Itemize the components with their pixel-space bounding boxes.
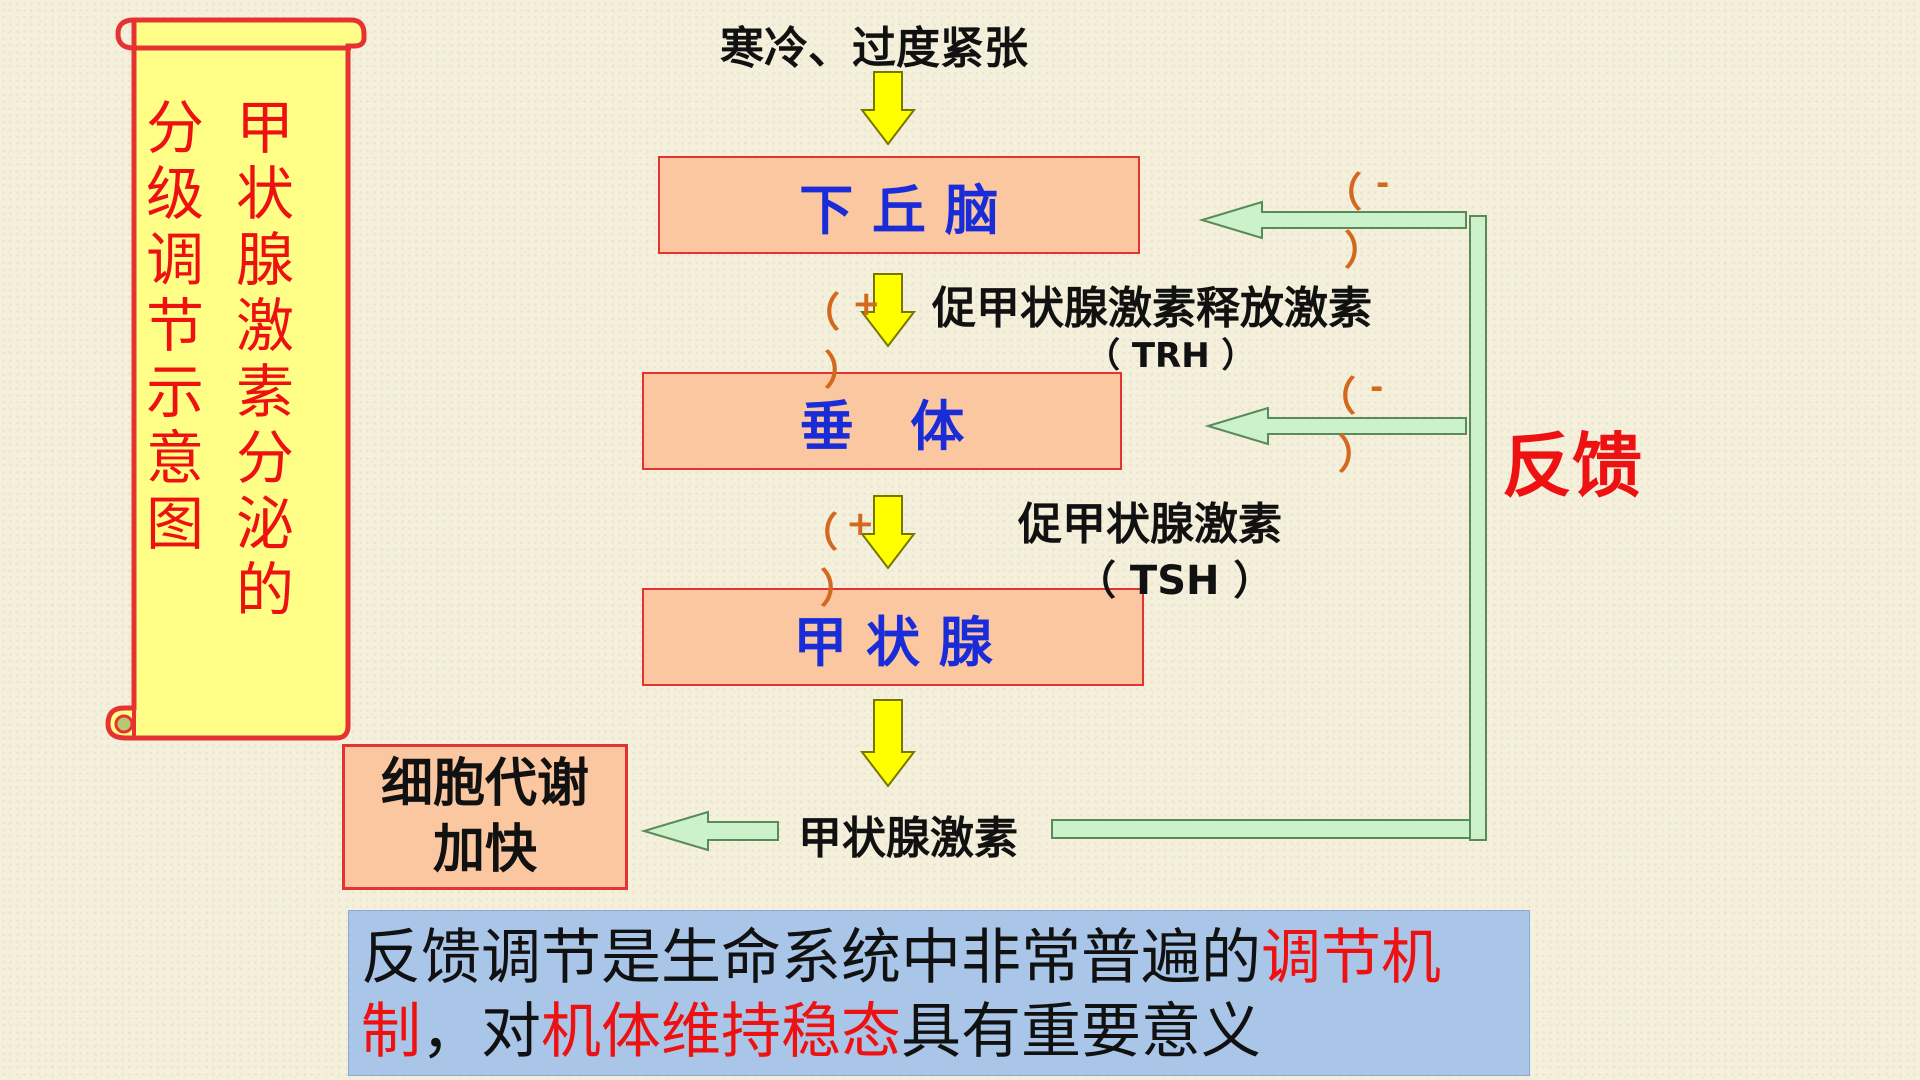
minus-sign-1-close: ） xyxy=(1344,228,1384,274)
cell-metabolism-box: 细胞代谢 加快 xyxy=(342,744,628,890)
scroll-title-glyph: 素 xyxy=(235,358,294,426)
minus-sign-2-close: ） xyxy=(1338,432,1378,478)
scroll-title-glyph: 的 xyxy=(235,556,294,624)
effect-line2: 加快 xyxy=(432,820,537,880)
plus-sign-2: + xyxy=(846,504,875,544)
scroll-title-glyph: 激 xyxy=(235,292,294,360)
scroll-title-glyph: 图 xyxy=(145,490,204,558)
plus-sign-2-open: （ xyxy=(798,510,838,556)
tsh-name-label: 促甲状腺激素 xyxy=(1018,499,1282,550)
pituitary-box: 垂 体 xyxy=(642,372,1122,470)
hypothalamus-box: 下 丘 脑 xyxy=(658,156,1140,254)
arrow-pituitary-down xyxy=(859,495,917,570)
minus-sign-2: - xyxy=(1370,368,1384,406)
summary-part4: 机体维持稳态 xyxy=(541,997,901,1067)
arrow-to-cell xyxy=(640,810,779,852)
title-scroll xyxy=(105,17,367,741)
scroll-title-glyph: 泌 xyxy=(235,490,294,558)
summary-box: 反馈调节是生命系统中非常普遍的调节机制，对机体维持稳态具有重要意义 xyxy=(348,910,1530,1076)
thyroid-hormone-label: 甲状腺激素 xyxy=(798,813,1018,864)
plus-sign-1-close: ） xyxy=(824,348,864,394)
arrow-stimulus-down xyxy=(859,71,917,146)
arrow-hypothalamus-down xyxy=(859,273,917,348)
scroll-title-glyph: 分 xyxy=(145,94,204,162)
thyroid-box: 甲 状 腺 xyxy=(642,588,1144,686)
scroll-title-line1: 甲状腺激素分泌的 xyxy=(232,95,298,623)
feedback-label: 反馈 xyxy=(1502,425,1642,507)
minus-sign-1-open: （ xyxy=(1322,170,1362,216)
summary-part3: ，对 xyxy=(421,997,541,1067)
summary-part2: 调节机制 xyxy=(361,923,1441,1067)
plus-sign-1: + xyxy=(852,284,881,324)
scroll-title-glyph: 腺 xyxy=(235,226,294,294)
scroll-title-glyph: 状 xyxy=(235,160,294,228)
scroll-title-glyph: 示 xyxy=(145,358,204,426)
scroll-title-glyph: 分 xyxy=(235,424,294,492)
scroll-title-glyph: 意 xyxy=(145,424,204,492)
arrow-feedback-pituitary xyxy=(1204,406,1467,446)
plus-sign-2-close: ） xyxy=(820,566,860,612)
plus-sign-1-open: （ xyxy=(800,290,840,336)
feedback-bottom-bar xyxy=(1051,819,1471,839)
stimulus-label: 寒冷、过度紧张 xyxy=(720,23,1028,74)
trh-name-label: 促甲状腺激素释放激素 xyxy=(932,283,1372,334)
arrow-feedback-hypothalamus xyxy=(1198,200,1467,240)
effect-line1: 细胞代谢 xyxy=(380,754,589,814)
scroll-title-line2: 分级调节示意图 xyxy=(142,95,208,557)
feedback-vertical-line xyxy=(1469,215,1487,841)
scroll-title-glyph: 调 xyxy=(145,226,204,294)
scroll-title-glyph: 甲 xyxy=(235,94,294,162)
summary-part1: 反馈调节是生命系统中非常普遍的 xyxy=(361,923,1261,993)
minus-sign-2-open: （ xyxy=(1316,374,1356,420)
arrow-thyroid-down xyxy=(859,699,917,788)
summary-part5: 具有重要意义 xyxy=(901,997,1261,1067)
scroll-title-glyph: 节 xyxy=(145,292,204,360)
scroll-title-glyph: 级 xyxy=(145,160,204,228)
minus-sign-1: - xyxy=(1376,164,1390,202)
trh-abbr-label: （ TRH ） xyxy=(1086,336,1256,376)
tsh-abbr-label: （ TSH ） xyxy=(1076,558,1274,604)
